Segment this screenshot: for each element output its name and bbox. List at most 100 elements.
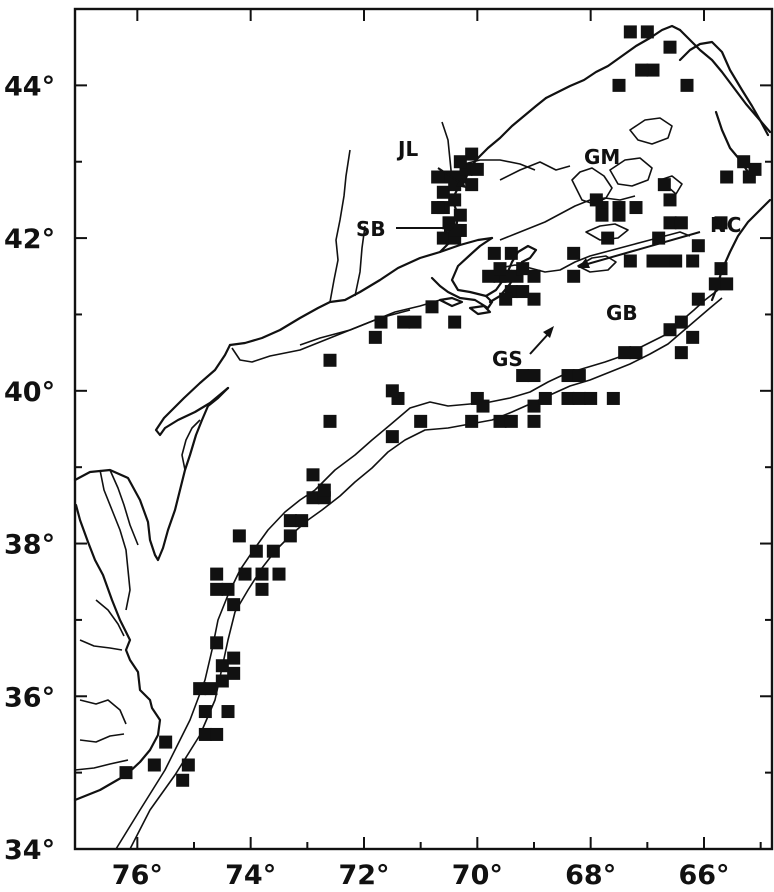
station-marker: [680, 78, 694, 92]
station-marker: [255, 582, 269, 596]
station-marker: [663, 323, 677, 337]
station-marker: [527, 399, 541, 413]
station-marker: [487, 246, 501, 260]
station-marker: [193, 682, 207, 696]
station-marker: [674, 315, 688, 329]
station-marker: [601, 231, 615, 245]
station-marker: [227, 666, 241, 680]
station-marker: [646, 254, 660, 268]
rivers: [74, 121, 571, 771]
station-marker: [589, 193, 603, 207]
station-marker: [306, 491, 320, 505]
station-marker: [737, 155, 751, 169]
station-marker: [323, 353, 337, 367]
station-marker: [561, 391, 575, 405]
station-marker: [385, 430, 399, 444]
x-tick-label: 70°: [452, 860, 503, 891]
y-tick-label: 38°: [4, 530, 55, 561]
station-marker: [476, 399, 490, 413]
y-tick-label: 44°: [4, 71, 55, 102]
station-marker: [674, 216, 688, 230]
region-label-nc: NC: [710, 213, 741, 237]
map-frame: [73, 7, 774, 851]
region-label-gm: GM: [584, 145, 620, 169]
y-tick-label: 36°: [4, 682, 55, 713]
sb-arrowhead: [444, 222, 454, 234]
station-marker: [640, 25, 654, 39]
nc-arrowhead: [578, 258, 590, 268]
label-arrows: [396, 167, 701, 355]
station-marker: [720, 170, 734, 184]
station-marker: [595, 208, 609, 222]
station-marker: [465, 178, 479, 192]
station-marker: [210, 636, 224, 650]
station-marker: [493, 262, 507, 276]
station-marker: [453, 208, 467, 222]
station-marker: [317, 483, 331, 497]
x-tick-label: 72°: [338, 860, 389, 891]
station-marker: [663, 193, 677, 207]
station-marker: [516, 262, 530, 276]
station-marker: [221, 582, 235, 596]
region-label-gs: GS: [492, 347, 523, 371]
station-marker: [618, 346, 632, 360]
station-marker: [436, 231, 450, 245]
station-marker: [691, 239, 705, 253]
station-marker: [504, 246, 518, 260]
station-marker: [232, 529, 246, 543]
station-marker: [453, 155, 467, 169]
station-marker: [669, 254, 683, 268]
region-label-jl: JL: [396, 137, 418, 161]
station-marker: [436, 185, 450, 199]
station-marker: [215, 659, 229, 673]
station-marker: [431, 201, 445, 215]
station-marker: [714, 262, 728, 276]
station-marker: [227, 598, 241, 612]
station-marker: [646, 63, 660, 77]
station-marker: [210, 567, 224, 581]
station-marker: [686, 254, 700, 268]
station-marker: [431, 170, 445, 184]
station-marker: [397, 315, 411, 329]
station-marker: [527, 269, 541, 283]
station-marker: [465, 147, 479, 161]
station-marker: [255, 567, 269, 581]
station-marker: [119, 766, 133, 780]
station-marker: [181, 758, 195, 772]
station-marker: [584, 391, 598, 405]
station-marker: [482, 269, 496, 283]
station-marker: [623, 254, 637, 268]
station-marker: [295, 514, 309, 528]
x-tick-label: 68°: [565, 860, 616, 891]
station-marker: [374, 315, 388, 329]
station-marker: [448, 315, 462, 329]
station-marker: [493, 414, 507, 428]
station-marker: [629, 201, 643, 215]
region-label-sb: SB: [356, 217, 386, 241]
station-marker: [323, 414, 337, 428]
station-marker: [606, 391, 620, 405]
y-tick-label: 40°: [4, 377, 55, 408]
region-labels: JL GM SB NC GB GS: [356, 137, 741, 371]
station-marker: [210, 582, 224, 596]
station-marker: [204, 682, 218, 696]
region-label-gb: GB: [606, 301, 638, 325]
station-marker: [527, 369, 541, 383]
station-marker: [147, 758, 161, 772]
station-marker: [159, 735, 173, 749]
station-marker: [567, 269, 581, 283]
station-marker: [425, 300, 439, 314]
station-marker: [306, 468, 320, 482]
station-marker: [215, 674, 229, 688]
y-axis: 44°42°40°38°36°34°: [4, 71, 772, 866]
station-marker: [561, 369, 575, 383]
x-tick-label: 74°: [225, 860, 276, 891]
station-marker: [612, 208, 626, 222]
station-marker: [629, 346, 643, 360]
station-marker: [527, 414, 541, 428]
coastline: [73, 24, 772, 802]
station-marker: [623, 25, 637, 39]
station-marker: [714, 216, 728, 230]
station-marker: [238, 567, 252, 581]
station-marker: [368, 330, 382, 344]
